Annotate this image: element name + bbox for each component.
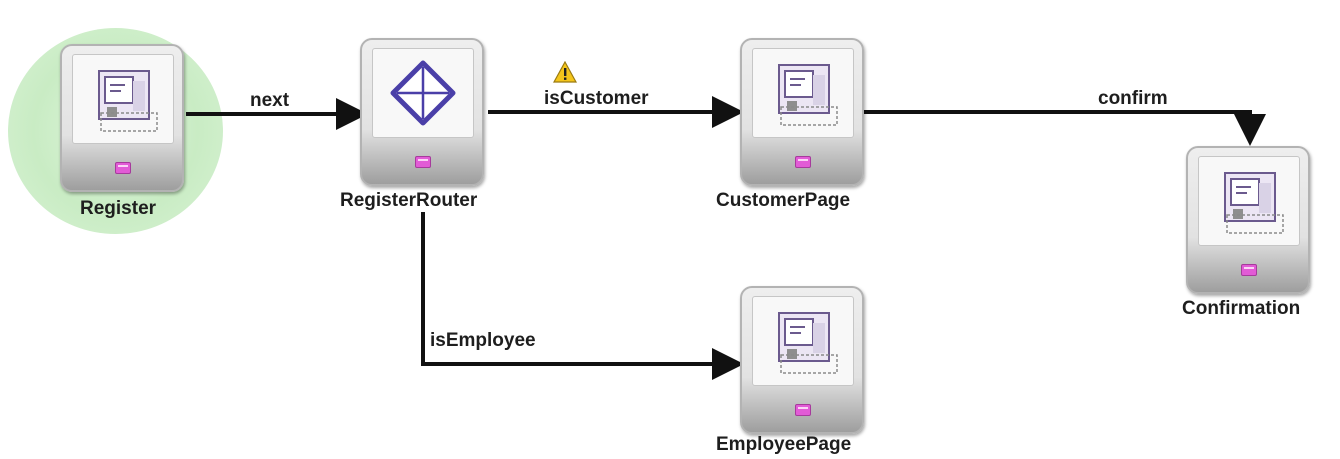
page-icon	[98, 70, 158, 132]
page-icon	[1224, 172, 1284, 234]
edge-is-employee[interactable]	[421, 212, 744, 380]
edge-confirm[interactable]	[864, 110, 1266, 146]
edge-label-is-employee: isEmployee	[430, 330, 536, 351]
node-customer-body	[752, 48, 854, 138]
edge-label-is-customer: isCustomer	[544, 88, 649, 109]
node-label-employee-page: EmployeePage	[716, 434, 852, 455]
node-confirmation-body	[1198, 156, 1300, 246]
node-confirmation[interactable]	[1186, 146, 1310, 294]
node-employee-page[interactable]	[740, 286, 864, 434]
page-icon	[778, 312, 838, 374]
page-tag-icon	[1241, 264, 1257, 276]
node-customer-page[interactable]	[740, 38, 864, 186]
node-label-confirmation: Confirmation	[1182, 298, 1301, 319]
page-tag-icon	[795, 404, 811, 416]
router-diamond-icon	[390, 60, 456, 126]
node-label-customer-page: CustomerPage	[716, 190, 851, 211]
edge-label-confirm: confirm	[1098, 88, 1168, 109]
warning-icon[interactable]	[553, 61, 577, 83]
page-tag-icon	[795, 156, 811, 168]
node-employee-body	[752, 296, 854, 386]
node-router-body	[372, 48, 474, 138]
node-register[interactable]	[60, 44, 184, 192]
edge-label-next: next	[250, 90, 290, 111]
page-tag-icon	[115, 162, 131, 174]
node-label-register: Register	[80, 198, 157, 219]
node-label-register-router: RegisterRouter	[340, 190, 478, 211]
node-register-router[interactable]	[360, 38, 484, 186]
page-icon	[778, 64, 838, 126]
node-register-body	[72, 54, 174, 144]
page-tag-icon	[415, 156, 431, 168]
